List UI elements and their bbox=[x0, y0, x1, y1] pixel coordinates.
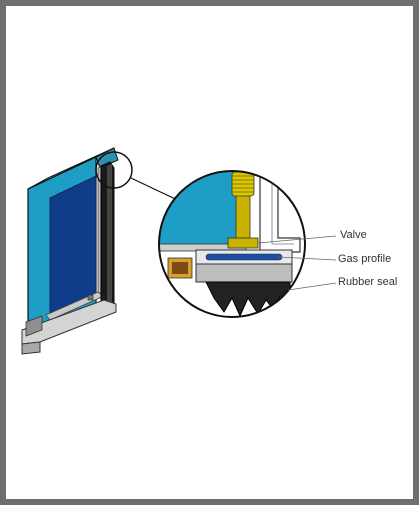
leader-rubber-seal bbox=[287, 282, 337, 291]
leader-gas-profile bbox=[277, 256, 337, 261]
bottom-profile-2 bbox=[21, 341, 41, 355]
zoom-side-frame-inner bbox=[266, 171, 294, 245]
callout-valve: Valve bbox=[340, 229, 367, 241]
zoom-detail bbox=[159, 171, 305, 317]
leader-lines bbox=[257, 235, 337, 291]
profile-body bbox=[195, 263, 293, 283]
gas-profile-tube bbox=[205, 253, 283, 261]
leader-valve bbox=[257, 235, 337, 244]
zoom-source-circle bbox=[95, 151, 133, 189]
window-section bbox=[21, 147, 119, 355]
valve-stem bbox=[235, 189, 251, 239]
valve-nut bbox=[227, 237, 259, 249]
zoom-glass bbox=[159, 171, 242, 245]
seal-strip-highlight bbox=[107, 164, 112, 306]
callout-rubber-seal: Rubber seal bbox=[338, 276, 398, 288]
callout-gas-profile: Gas profile bbox=[338, 253, 392, 265]
zoom-detail-circle bbox=[158, 170, 306, 318]
window-top-depth bbox=[95, 147, 119, 169]
bottom-profile-3 bbox=[25, 315, 43, 337]
bottom-screw bbox=[87, 294, 94, 301]
